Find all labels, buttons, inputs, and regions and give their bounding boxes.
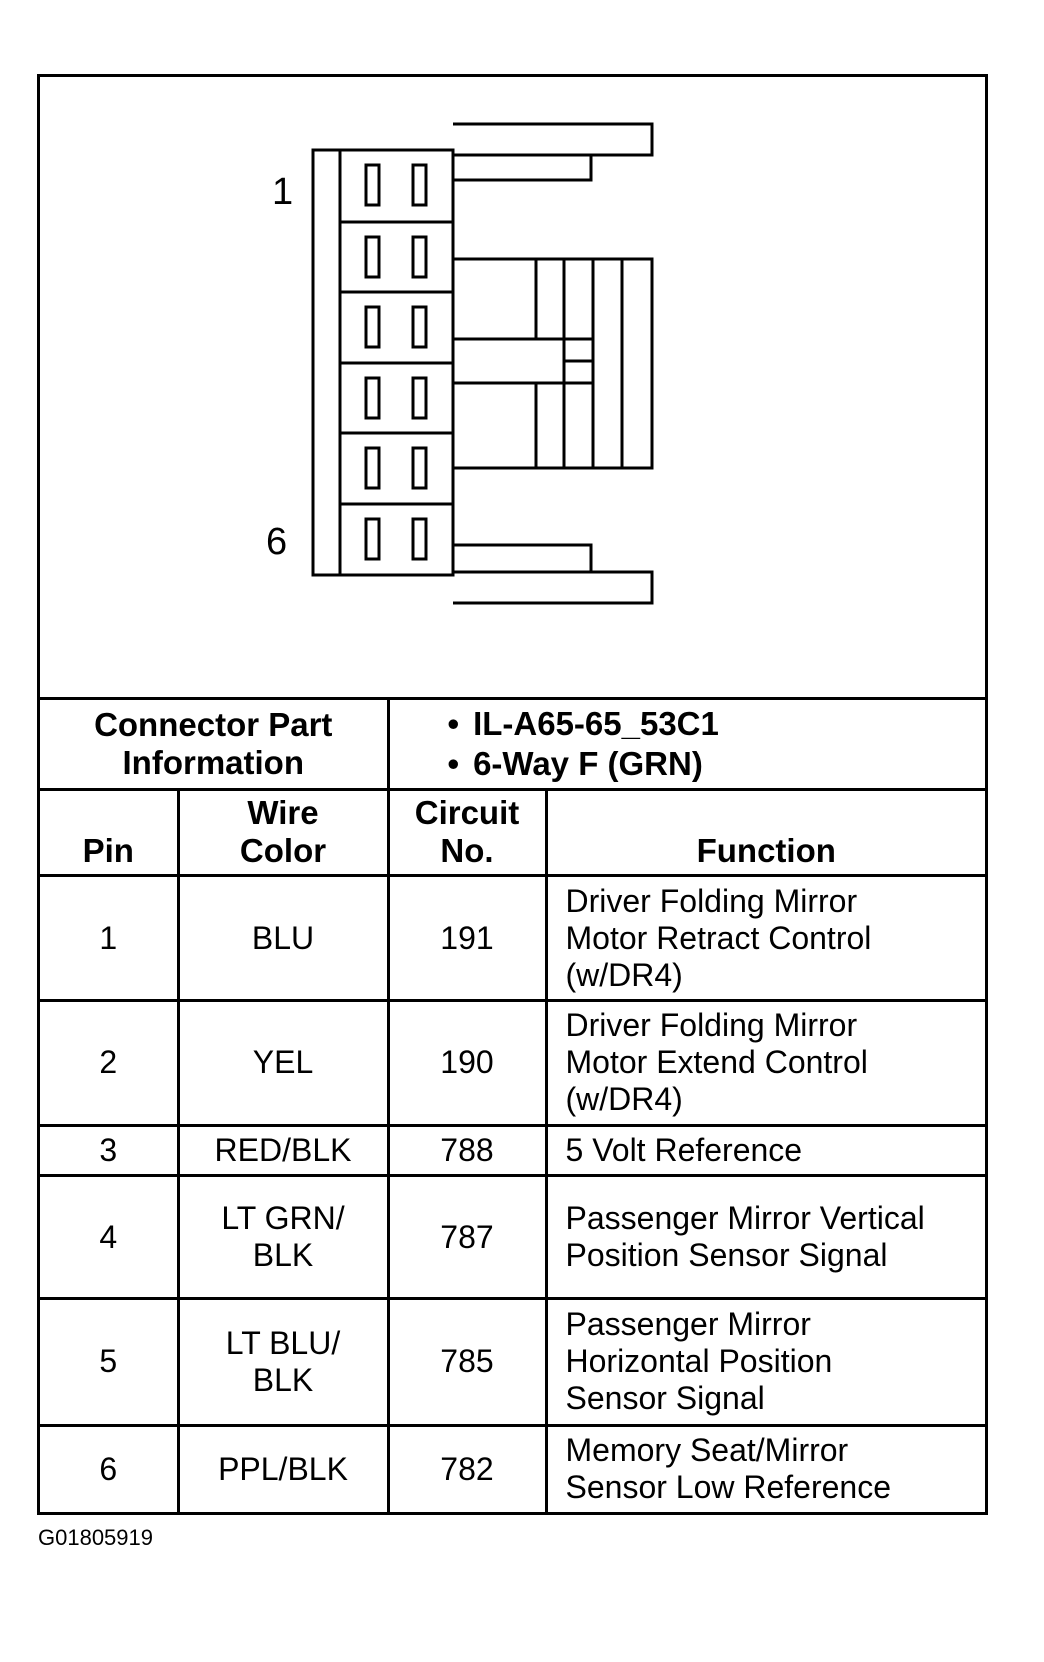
part-number: IL-A65-65_53C1 xyxy=(448,704,986,744)
function-cell: Driver Folding Mirror Motor Extend Contr… xyxy=(544,999,986,1127)
connector-face-svg xyxy=(311,122,654,605)
pin-1-label: 1 xyxy=(272,171,294,213)
circuit-cell: 191 xyxy=(386,874,548,1003)
pin-6-label: 6 xyxy=(266,521,288,563)
pin-cell: 2 xyxy=(40,999,180,1127)
connector-info-row: Connector Part Information IL-A65-65_53C… xyxy=(40,697,986,791)
circuit-cell: 787 xyxy=(386,1174,548,1301)
header-wire-color: Wire Color xyxy=(176,787,390,878)
table-row: 2 YEL 190 Driver Folding Mirror Motor Ex… xyxy=(40,999,986,1127)
lock-bracket xyxy=(453,257,654,470)
header-circuit-no: Circuit No. xyxy=(386,787,548,878)
pin-cell: 1 xyxy=(40,874,180,1003)
table-row: 4 LT GRN/ BLK 787 Passenger Mirror Verti… xyxy=(40,1174,986,1301)
circuit-cell: 190 xyxy=(386,999,548,1127)
function-cell: 5 Volt Reference xyxy=(544,1123,986,1178)
circuit-cell: 782 xyxy=(386,1423,548,1512)
header-function: Function xyxy=(544,787,986,878)
wire-color-cell: LT GRN/ BLK xyxy=(176,1174,390,1301)
pinout-table: Connector Part Information IL-A65-65_53C… xyxy=(40,697,986,1512)
table-row: 5 LT BLU/ BLK 785 Passenger Mirror Horiz… xyxy=(40,1297,986,1427)
pin-cell: 6 xyxy=(40,1423,180,1512)
wire-color-cell: YEL xyxy=(176,999,390,1127)
connector-part-info-label: Connector Part Information xyxy=(40,697,390,791)
diagram-frame: 1 6 xyxy=(37,74,988,1515)
table-row: 6 PPL/BLK 782 Memory Seat/Mirror Sensor … xyxy=(40,1423,986,1512)
bottom-latch xyxy=(453,543,654,605)
terminal-slots xyxy=(364,163,428,561)
pin-cell: 4 xyxy=(40,1174,180,1301)
wire-color-cell: RED/BLK xyxy=(176,1123,390,1178)
table-row: 3 RED/BLK 788 5 Volt Reference xyxy=(40,1123,986,1178)
table-row: 1 BLU 191 Driver Folding Mirror Motor Re… xyxy=(40,874,986,1003)
table-header-row: Pin Wire Color Circuit No. Function xyxy=(40,787,986,878)
wire-color-cell: PPL/BLK xyxy=(176,1423,390,1512)
wire-color-cell: BLU xyxy=(176,874,390,1003)
header-pin: Pin xyxy=(40,787,180,878)
connector-drawing: 1 6 xyxy=(40,77,985,698)
wire-color-cell: LT BLU/ BLK xyxy=(176,1297,390,1427)
connector-type: 6-Way F (GRN) xyxy=(448,744,986,784)
circuit-cell: 785 xyxy=(386,1297,548,1427)
circuit-cell: 788 xyxy=(386,1123,548,1178)
figure-id: G01805919 xyxy=(38,1525,153,1550)
function-cell: Passenger Mirror Vertical Position Senso… xyxy=(544,1174,986,1301)
pin-cell: 3 xyxy=(40,1123,180,1178)
function-cell: Driver Folding Mirror Motor Retract Cont… xyxy=(544,874,986,1003)
connector-part-info-list: IL-A65-65_53C1 6-Way F (GRN) xyxy=(386,697,986,791)
function-cell: Memory Seat/Mirror Sensor Low Reference xyxy=(544,1423,986,1512)
top-latch xyxy=(453,122,654,182)
pin-cell: 5 xyxy=(40,1297,180,1427)
function-cell: Passenger Mirror Horizontal Position Sen… xyxy=(544,1297,986,1427)
